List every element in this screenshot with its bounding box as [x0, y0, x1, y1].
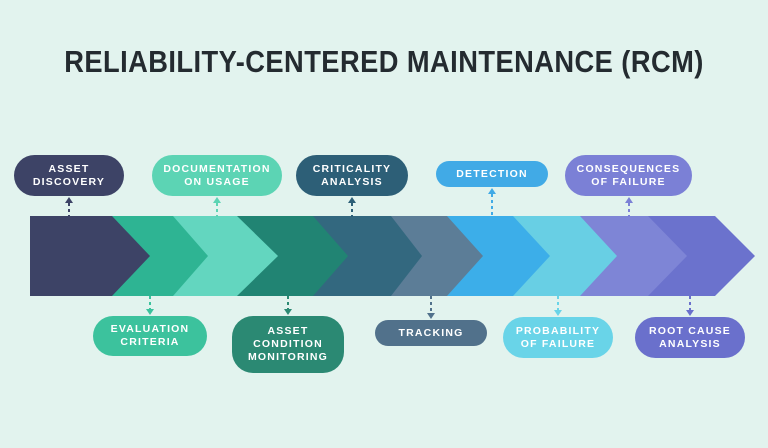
pill-label-line: EVALUATION [110, 323, 190, 335]
connector-probability-of-failure [557, 296, 559, 310]
connector-criticality-analysis [351, 203, 353, 217]
arrowhead-root-cause-analysis-icon [686, 310, 694, 316]
connector-asset-discovery [68, 203, 70, 217]
page-title: RELIABILITY-CENTERED MAINTENANCE (RCM) [64, 44, 704, 79]
pill-label-line: CONSEQUENCES [576, 162, 681, 175]
pill-label-line: OF FAILURE [520, 337, 596, 350]
pill-label-line: CRITICALITY [312, 162, 392, 175]
connector-root-cause-analysis [689, 296, 691, 310]
connector-consequences-of-failure [628, 203, 630, 217]
arrowhead-tracking-icon [427, 313, 435, 319]
pill-label-line: CONDITION [253, 338, 323, 350]
pill-label-line: PROBABILITY [515, 324, 601, 337]
pill-label-line: DETECTION [456, 167, 528, 180]
arrowhead-asset-condition-monitoring-icon [284, 309, 292, 315]
pill-label-line: DOCUMENTATION [163, 162, 271, 175]
pill-label-line: ROOT CAUSE [648, 324, 731, 337]
arrowhead-criticality-analysis-icon [348, 197, 356, 203]
arrowhead-asset-discovery-icon [65, 197, 73, 203]
connector-evaluation-criteria [149, 296, 151, 309]
connector-tracking [430, 296, 432, 313]
connector-detection [491, 194, 493, 217]
connector-asset-condition-monitoring [287, 296, 289, 309]
connector-documentation-on-usage [216, 203, 218, 217]
arrowhead-detection-icon [488, 188, 496, 194]
pill-label-line: ASSET [267, 325, 309, 337]
pill-detection: DETECTION [436, 161, 548, 187]
arrowhead-documentation-on-usage-icon [213, 197, 221, 203]
pill-label-line: CRITERIA [120, 336, 180, 348]
pill-label-line: ASSET [48, 162, 90, 175]
arrowhead-probability-of-failure-icon [554, 310, 562, 316]
pill-label-line: ANALYSIS [659, 337, 721, 350]
pill-label-line: DISCOVERY [32, 175, 106, 188]
pill-tracking: TRACKING [375, 320, 487, 346]
pill-label-line: MONITORING [247, 351, 329, 363]
pill-label-line: TRACKING [398, 326, 464, 339]
pill-label-line: ANALYSIS [321, 175, 383, 188]
arrowhead-evaluation-criteria-icon [146, 309, 154, 315]
arrowhead-consequences-of-failure-icon [625, 197, 633, 203]
pill-label-line: ON USAGE [184, 175, 250, 188]
pill-label-line: OF FAILURE [591, 175, 666, 188]
